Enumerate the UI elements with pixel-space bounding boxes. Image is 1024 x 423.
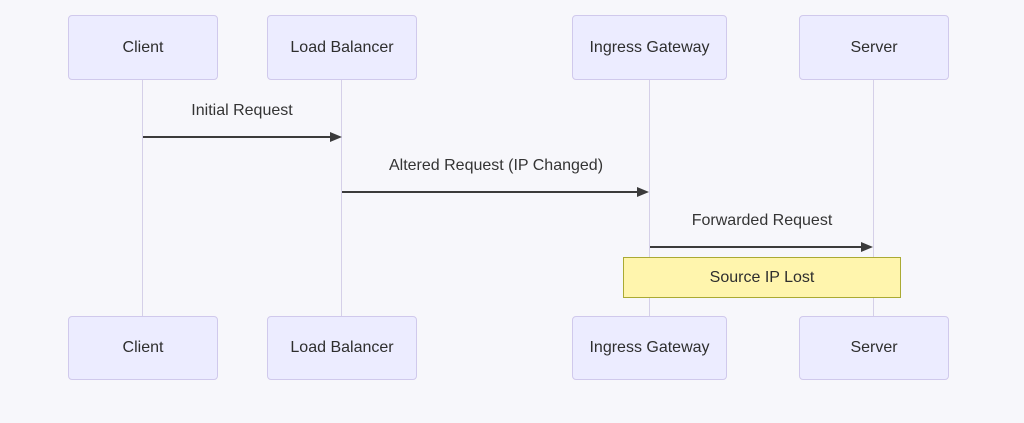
actor-load-balancer-bottom: Load Balancer (267, 316, 417, 380)
lifeline-client (142, 80, 143, 317)
arrowhead-icon (330, 132, 342, 142)
message-label-altered-request: Altered Request (IP Changed) (388, 157, 604, 174)
actor-ingress-gateway-bottom: Ingress Gateway (572, 316, 727, 380)
actor-client-bottom: Client (68, 316, 218, 380)
actor-load-balancer-top: Load Balancer (267, 15, 417, 80)
actor-server-top: Server (799, 15, 949, 80)
lifeline-load-balancer (341, 80, 342, 317)
message-line (342, 191, 637, 193)
actor-label: Server (850, 38, 898, 56)
message-line (143, 136, 330, 138)
message-label-forwarded-request: Forwarded Request (691, 212, 833, 229)
lifeline-ingress-gateway (649, 80, 650, 317)
message-label-initial-request: Initial Request (191, 102, 293, 119)
actor-label: Load Balancer (290, 38, 394, 56)
actor-server-bottom: Server (799, 316, 949, 380)
actor-client-top: Client (68, 15, 218, 80)
actor-label: Ingress Gateway (589, 38, 710, 56)
lifeline-server (873, 80, 874, 317)
message-line (650, 246, 861, 248)
note-label: Source IP Lost (709, 268, 815, 286)
arrowhead-icon (861, 242, 873, 252)
arrowhead-icon (637, 187, 649, 197)
actor-label: Client (122, 38, 164, 56)
actor-ingress-gateway-top: Ingress Gateway (572, 15, 727, 80)
actor-label: Ingress Gateway (589, 339, 710, 356)
note-source-ip-lost: Source IP Lost (623, 257, 901, 298)
actor-label: Server (850, 339, 898, 356)
actor-label: Client (122, 339, 164, 356)
actor-label: Load Balancer (290, 339, 394, 356)
